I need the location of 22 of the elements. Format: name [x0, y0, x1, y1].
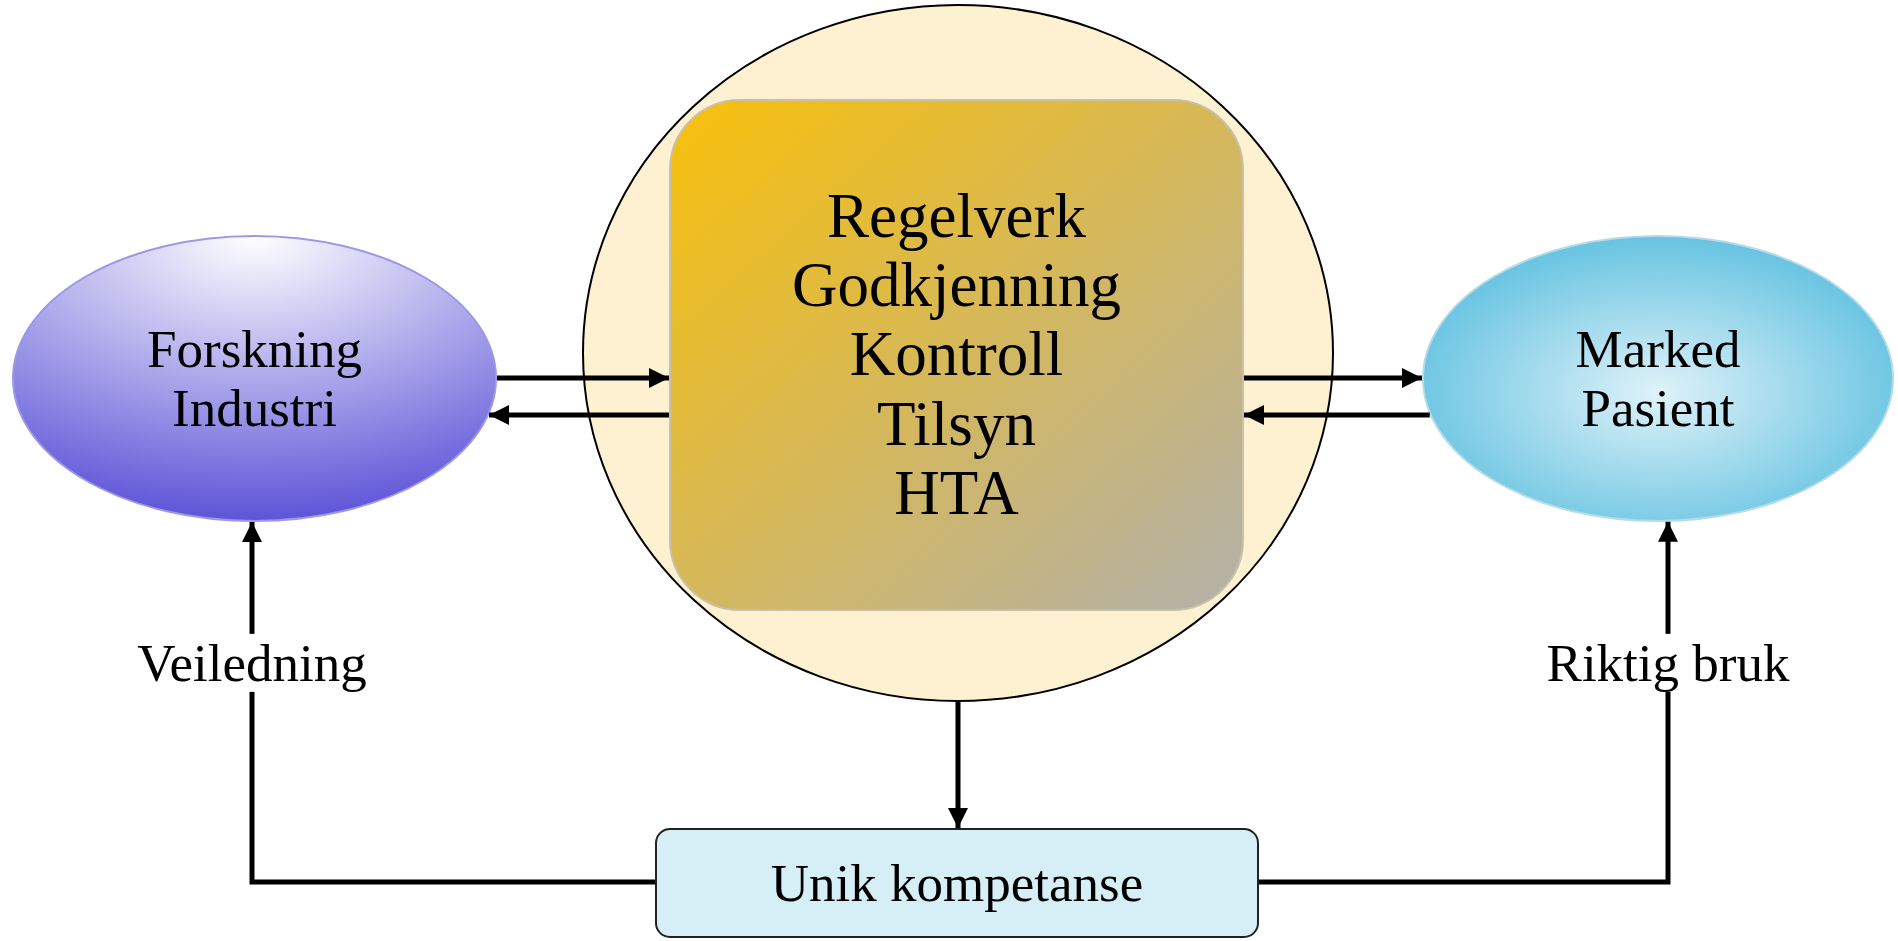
arrow	[242, 522, 655, 885]
node-label: Kontroll	[849, 320, 1064, 390]
node-label: Regelverk	[827, 181, 1086, 252]
arrow	[1259, 521, 1678, 885]
node-label: HTA	[894, 458, 1019, 529]
node-label: Pasient	[1581, 378, 1735, 437]
ellipse-node	[12, 235, 497, 522]
arrow	[948, 702, 968, 828]
arrow	[1244, 368, 1422, 388]
ellipse-node	[1422, 235, 1894, 522]
node-label: Tilsyn	[877, 389, 1036, 459]
node-label: Unik kompetanse	[770, 853, 1144, 913]
rounded-box	[669, 99, 1244, 611]
node-label: Marked	[1575, 320, 1741, 379]
node-label: Godkjenning	[792, 251, 1121, 321]
node-label: Forskning	[147, 320, 362, 379]
process-box	[655, 828, 1259, 938]
arrow	[1244, 405, 1430, 425]
arrow	[489, 405, 669, 425]
arrow	[497, 368, 669, 388]
circle-node	[582, 4, 1334, 702]
node-label: Industri	[172, 378, 337, 437]
